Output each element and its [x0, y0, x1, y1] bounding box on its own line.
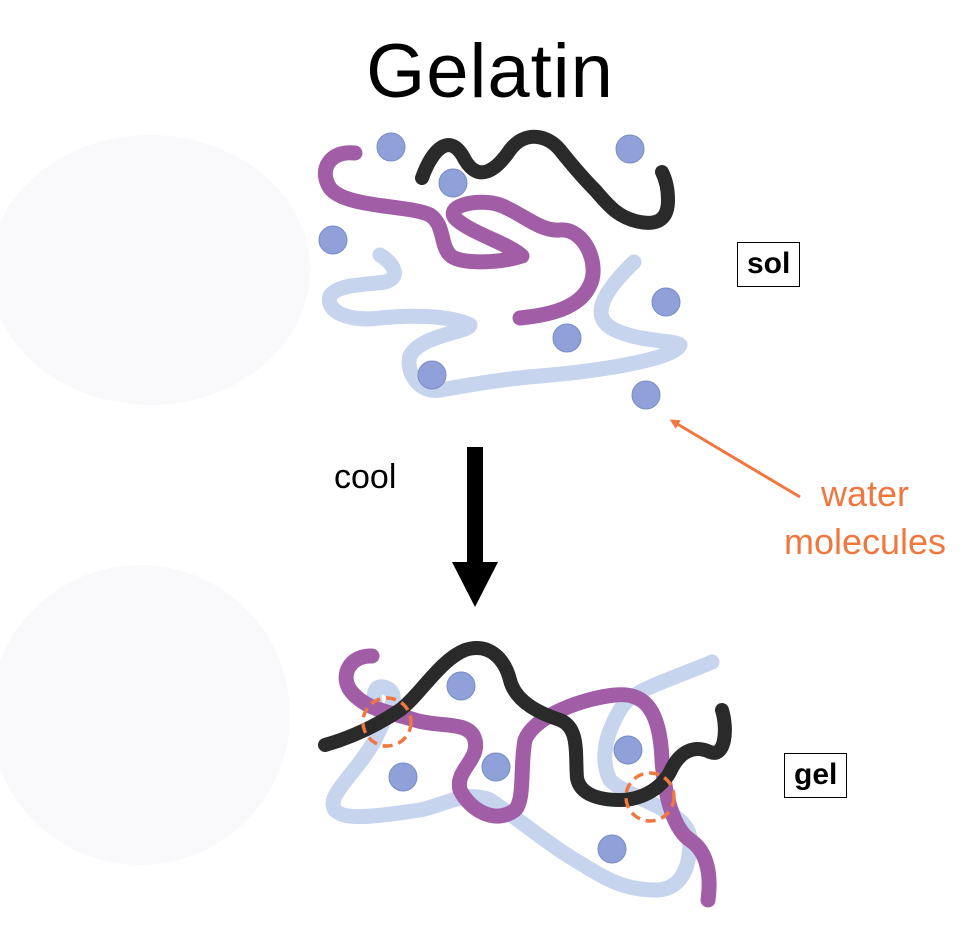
- water-molecule: [417, 360, 447, 390]
- diagram-title: Gelatin: [366, 29, 614, 114]
- water-molecule: [481, 752, 511, 782]
- junction-zones: [361, 696, 676, 823]
- gel-network: [318, 641, 732, 908]
- annotation-pointer: [669, 419, 801, 499]
- water-molecule: [597, 834, 627, 864]
- junction-zone-marker: [624, 771, 676, 823]
- water-molecule: [552, 323, 582, 353]
- water-molecule: [446, 671, 476, 701]
- water-molecule: [388, 762, 418, 792]
- background-blob-top: [0, 135, 310, 405]
- water-molecules-label: water molecules: [770, 470, 960, 565]
- water-molecule: [376, 132, 406, 162]
- sol-label: sol: [737, 242, 801, 287]
- background-blob-bottom: [0, 565, 290, 865]
- sol-purple-chain: [317, 145, 601, 326]
- water-molecule: [615, 134, 645, 164]
- water-label-line2: molecules: [783, 520, 947, 562]
- cool-arrow: [452, 447, 498, 607]
- water-label-line1: water: [820, 473, 910, 514]
- gel-water-molecules: [388, 671, 643, 864]
- water-molecule: [613, 735, 643, 765]
- water-molecule: [438, 168, 468, 198]
- cool-label: cool: [334, 458, 397, 496]
- gel-label: gel: [784, 753, 848, 798]
- gel-black-chain: [318, 641, 732, 807]
- sol-black-chain: [415, 129, 675, 230]
- junction-zone-marker: [361, 696, 413, 748]
- sol-water-molecules: [318, 132, 681, 410]
- sol-network: [317, 129, 688, 410]
- sol-light-blue-chain: [321, 247, 688, 398]
- water-molecule: [651, 287, 681, 317]
- water-molecule: [631, 380, 661, 410]
- gel-purple-chain: [338, 648, 717, 908]
- water-molecule: [318, 225, 348, 255]
